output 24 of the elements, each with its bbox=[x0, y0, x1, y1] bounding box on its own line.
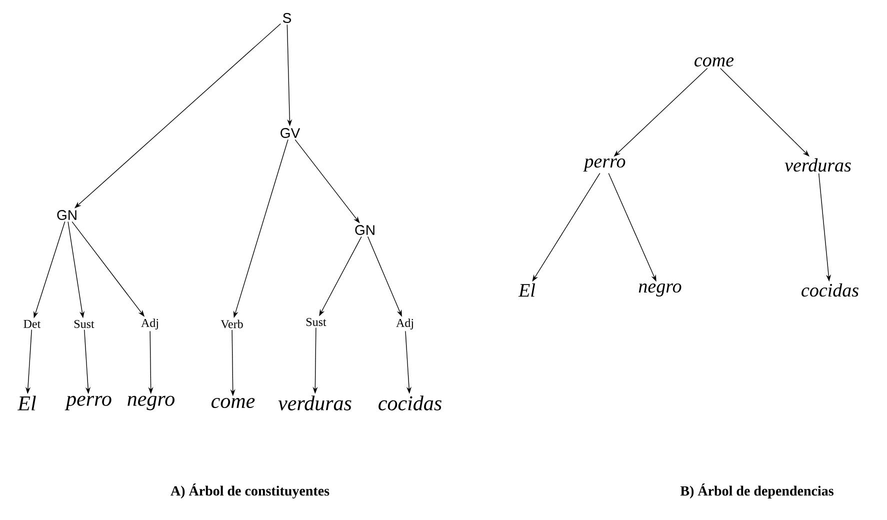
pos-label: Adj bbox=[141, 318, 158, 330]
word-label: perro bbox=[64, 396, 112, 410]
word-label: El bbox=[17, 396, 36, 410]
category-label: GV bbox=[280, 128, 300, 138]
word-label: verduras bbox=[784, 158, 851, 172]
word-label: cocidas bbox=[802, 283, 858, 297]
word-label: come bbox=[694, 57, 734, 67]
category-label: GN bbox=[57, 210, 76, 220]
word-label: negro bbox=[638, 284, 682, 296]
word-label: verduras bbox=[278, 396, 352, 410]
category-label: S bbox=[282, 13, 292, 23]
pos-label: Sust bbox=[306, 318, 326, 326]
category-label: GN bbox=[355, 225, 374, 235]
word-label: come bbox=[212, 398, 255, 408]
caption: B) Árbol de dependencias bbox=[680, 484, 834, 498]
pos-label: Sust bbox=[74, 320, 94, 328]
pos-label: Verb bbox=[220, 320, 243, 328]
word-label: negro bbox=[128, 396, 174, 410]
word-label: El bbox=[518, 283, 536, 297]
pos-label: Det bbox=[24, 320, 41, 328]
caption: A) Árbol de constituyentes bbox=[170, 484, 330, 499]
word-label: perro bbox=[583, 158, 626, 172]
pos-label: Adj bbox=[396, 318, 413, 330]
word-label: cocidas bbox=[378, 396, 442, 410]
